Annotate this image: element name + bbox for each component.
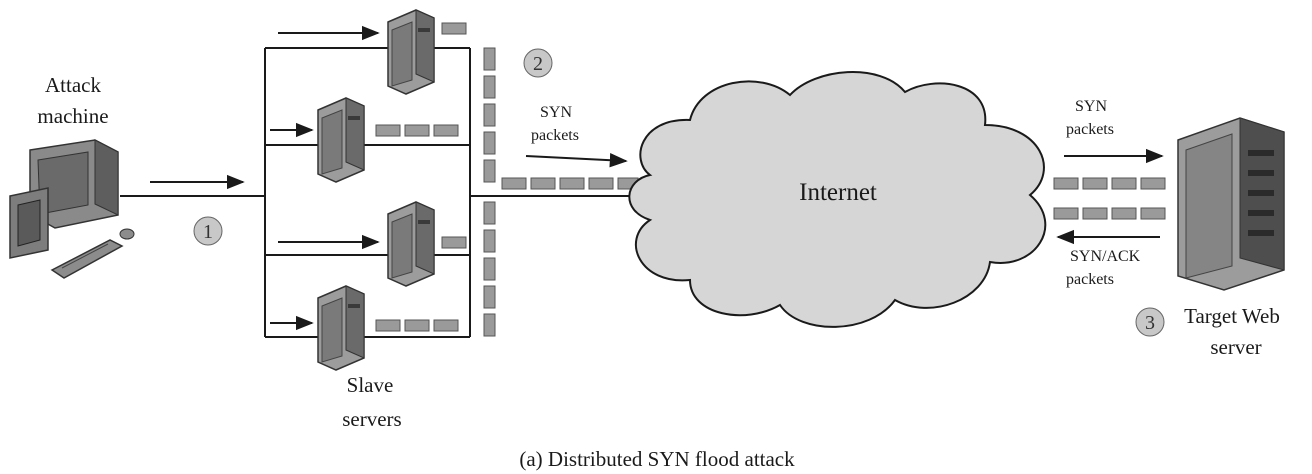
packet-row-synack xyxy=(1053,207,1166,220)
svg-text:3: 3 xyxy=(1145,312,1155,334)
svg-text:2: 2 xyxy=(533,53,543,75)
packet-column xyxy=(483,47,496,337)
slave-servers-label-line1: Slave xyxy=(347,373,394,397)
slave-servers-label-line2: servers xyxy=(342,407,401,431)
cloud-icon xyxy=(628,71,1047,328)
packet-group-row1 xyxy=(441,22,467,35)
packet-group-row3 xyxy=(441,236,467,249)
synack-label-line2: packets xyxy=(1066,271,1114,288)
attack-machine-label-line2: machine xyxy=(37,104,108,128)
syn-packets-right-line2: packets xyxy=(1066,121,1114,138)
syn-packets-left-line2: packets xyxy=(531,127,579,144)
svg-text:1: 1 xyxy=(203,221,213,243)
target-server-label-line2: server xyxy=(1210,335,1261,359)
tower-server-icon xyxy=(317,285,365,371)
packet-row-syn-right xyxy=(1053,177,1166,190)
syn-arrow-left xyxy=(525,152,628,168)
packet-group-row4 xyxy=(375,319,459,332)
desktop-computer-icon xyxy=(9,139,135,279)
tower-server-icon xyxy=(317,97,365,183)
step-1-badge: 1 xyxy=(193,216,223,246)
step-3-badge: 3 xyxy=(1135,307,1165,337)
packet-row-trunk xyxy=(501,177,639,190)
rack-server-icon xyxy=(1177,117,1285,291)
target-server-label-line1: Target Web xyxy=(1184,304,1280,328)
attack-machine-label-line1: Attack xyxy=(45,73,101,97)
tower-server-icon xyxy=(387,9,435,95)
syn-packets-left-line1: SYN xyxy=(540,104,572,121)
figure-caption: (a) Distributed SYN flood attack xyxy=(519,447,795,471)
packet-group-row2 xyxy=(375,124,459,137)
syn-packets-right-line1: SYN xyxy=(1075,98,1107,115)
step-2-badge: 2 xyxy=(523,48,553,78)
synack-label-line1: SYN/ACK xyxy=(1070,248,1141,265)
tower-server-icon xyxy=(387,201,435,287)
internet-label: Internet xyxy=(799,179,877,206)
